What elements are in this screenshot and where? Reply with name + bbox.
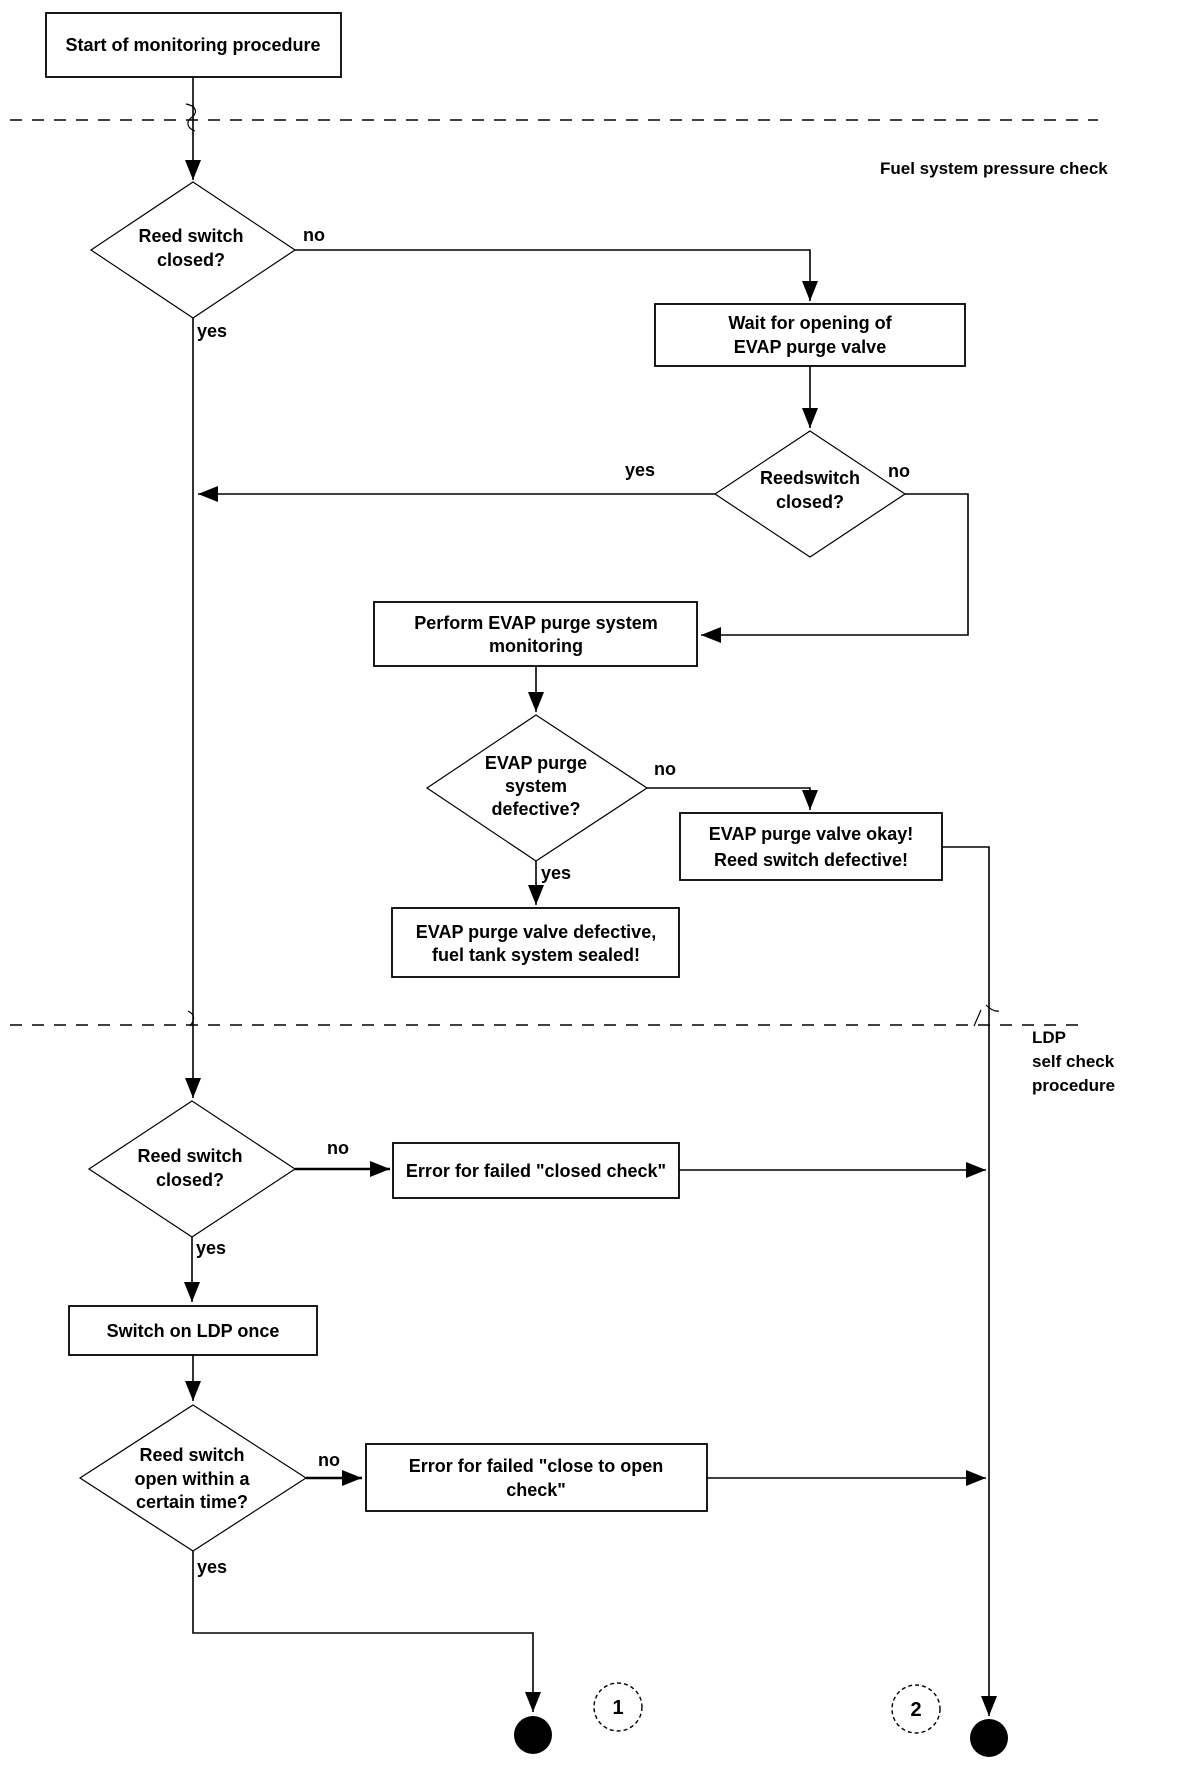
connector-circle-1-number: 1 (612, 1697, 623, 1719)
reed-open-no-label: no (318, 1450, 340, 1470)
node-evap-valve-okay: EVAP purge valve okay! Reed switch defec… (679, 812, 943, 881)
evap-defective-diamond (425, 714, 649, 862)
reed2-yes-label: yes (625, 460, 655, 480)
evap-defective-result-line-1: EVAP purge valve defective, (416, 922, 656, 942)
reed-open-diamond (78, 1404, 308, 1552)
reed-open-label-line-3: certain time? (136, 1492, 248, 1512)
evap-defective-no-label: no (654, 759, 676, 779)
reed2-label-line-1: Reedswitch (760, 468, 860, 488)
node-error-closed-check: Error for failed "closed check" (392, 1142, 680, 1199)
perform-label-line-2: monitoring (489, 636, 583, 656)
node-start: Start of monitoring procedure (45, 12, 342, 78)
node-switch-on-ldp: Switch on LDP once (68, 1305, 318, 1356)
node-reed-switch-closed-1: Reed switch closed? (89, 181, 297, 319)
node-reed-switch-closed-3: Reed switch closed? (87, 1100, 297, 1238)
evap-defective-yes-label: yes (541, 863, 571, 883)
node-reedswitch-closed-2: Reedswitch closed? (713, 430, 907, 558)
evap-defective-label-line-3: defective? (491, 799, 580, 819)
error-close-to-open-line-1: Error for failed "close to open (409, 1456, 664, 1476)
error-closed-check-box (392, 1142, 680, 1199)
evap-defective-label-line-2: system (505, 776, 567, 796)
edge-defective-q-no-to-okay (647, 787, 818, 810)
reed1-no-label: no (303, 225, 325, 245)
reed1-diamond (89, 181, 297, 319)
ldp-label-line-3: procedure (1032, 1076, 1115, 1095)
evap-okay-label-line-1: EVAP purge valve okay! (709, 824, 913, 844)
reed3-yes-label: yes (196, 1238, 226, 1258)
ldp-label-line-1: LDP (1032, 1028, 1066, 1047)
start-box (45, 12, 342, 78)
error-close-to-open-line-2: check" (506, 1480, 566, 1500)
reed2-label-line-2: closed? (776, 492, 844, 512)
divider-crossing-mark-3 (973, 1004, 1000, 1027)
section-label-ldp-self-check: LDP self check procedure (1032, 1028, 1115, 1095)
switch-on-ldp-box (68, 1305, 318, 1356)
evap-defective-result-line-2: fuel tank system sealed! (432, 945, 640, 965)
divider-crossing-mark-1 (185, 103, 196, 132)
ldp-label-line-2: self check (1032, 1052, 1115, 1071)
reed2-no-label: no (888, 461, 910, 481)
evap-okay-box (679, 812, 943, 881)
node-evap-valve-defective: EVAP purge valve defective, fuel tank sy… (391, 907, 680, 978)
node-evap-system-defective: EVAP purge system defective? (425, 714, 649, 862)
edge-reed-open-yes-to-terminal-left (192, 1551, 541, 1712)
reed3-label-line-2: closed? (156, 1170, 224, 1190)
error-closed-check-label: Error for failed "closed check" (406, 1161, 666, 1181)
edge-okay-to-terminal-right (942, 846, 997, 1716)
node-error-close-to-open: Error for failed "close to open check" (365, 1443, 708, 1512)
start-label: Start of monitoring procedure (65, 35, 320, 55)
node-reed-switch-open: Reed switch open within a certain time? (78, 1404, 308, 1552)
section-label-fuel-system-pressure-check: Fuel system pressure check (880, 159, 1108, 178)
reed1-label-line-1: Reed switch (138, 226, 243, 246)
perform-monitoring-box (373, 601, 698, 667)
reed3-diamond (87, 1100, 297, 1238)
wait-evap-label-line-2: EVAP purge valve (734, 337, 886, 357)
reed1-yes-label: yes (197, 321, 227, 341)
connector-circle-2-number: 2 (910, 1699, 921, 1721)
reed3-no-label: no (327, 1138, 349, 1158)
terminal-dot-right (970, 1719, 1008, 1757)
evap-defective-label-line-1: EVAP purge (485, 753, 587, 773)
edge-reed2-no-to-perform (701, 493, 969, 643)
error-close-to-open-box (365, 1443, 708, 1512)
node-perform-monitoring: Perform EVAP purge system monitoring (373, 601, 698, 667)
wait-evap-box (654, 303, 966, 367)
terminal-dot-left (514, 1716, 552, 1754)
reed-open-label-line-1: Reed switch (139, 1445, 244, 1465)
connector-circle-1: 1 (593, 1682, 643, 1732)
edge-reed1-no-to-wait (295, 249, 818, 301)
switch-on-ldp-label: Switch on LDP once (107, 1321, 280, 1341)
node-wait-evap: Wait for opening of EVAP purge valve (654, 303, 966, 367)
reed2-diamond (713, 430, 907, 558)
wait-evap-label-line-1: Wait for opening of (728, 313, 892, 333)
perform-label-line-1: Perform EVAP purge system (414, 613, 657, 633)
evap-defective-result-box (391, 907, 680, 978)
reed-open-label-line-2: open within a (135, 1469, 251, 1489)
connector-circle-2: 2 (891, 1684, 941, 1734)
connector-circle-2-outline (891, 1684, 941, 1734)
connector-circle-1-outline (593, 1682, 643, 1732)
evap-okay-label-line-2: Reed switch defective! (714, 850, 908, 870)
reed3-label-line-1: Reed switch (137, 1146, 242, 1166)
reed1-label-line-2: closed? (157, 250, 225, 270)
reed-open-yes-label: yes (197, 1557, 227, 1577)
